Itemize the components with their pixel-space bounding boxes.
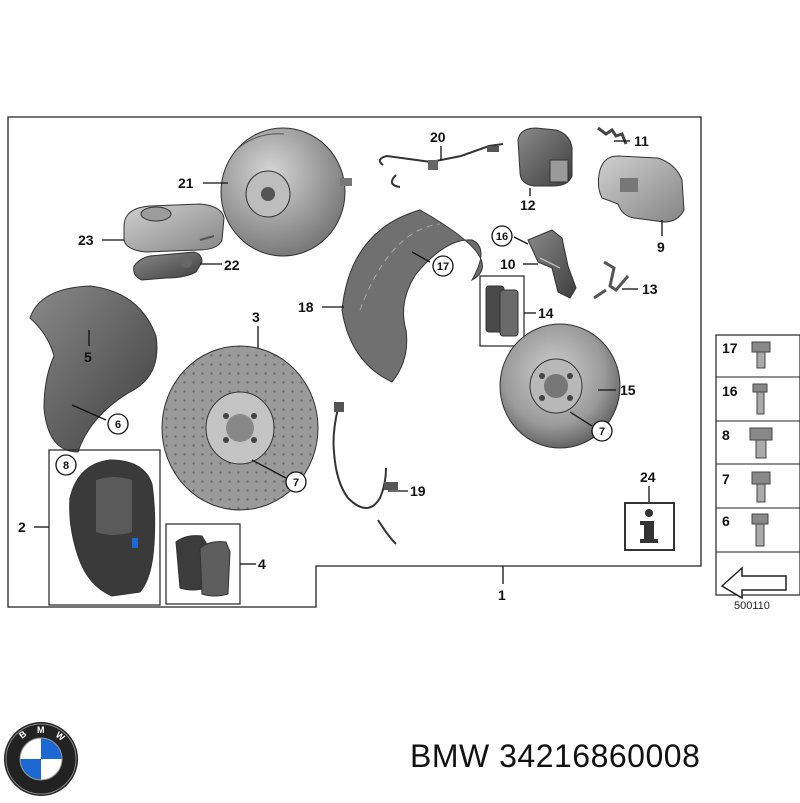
- front-brake-disc: [161, 345, 319, 511]
- callout-21: 21: [178, 175, 194, 191]
- callout-8: 8: [63, 460, 69, 472]
- callout-3: 3: [252, 309, 260, 325]
- callout-1: 1: [498, 587, 506, 603]
- callout-10: 10: [500, 256, 516, 272]
- bolt-7-icon: [751, 471, 771, 503]
- callout-2: 2: [18, 519, 26, 535]
- callout-9: 9: [657, 239, 665, 255]
- parking-brake-actuator: [517, 127, 573, 187]
- callout-5: 5: [84, 349, 92, 365]
- master-cylinder: [133, 251, 203, 281]
- callout-6: 6: [115, 419, 121, 431]
- fastener-label-7: 7: [722, 471, 730, 487]
- front-splash-guard: [29, 285, 158, 453]
- info-icon: [624, 502, 675, 551]
- svg-text:M: M: [37, 725, 45, 735]
- rear-caliper: [597, 155, 685, 223]
- callout-23: 23: [78, 232, 94, 248]
- bmw-logo: B M W: [2, 720, 80, 798]
- callout-22: 22: [224, 257, 240, 273]
- front-brake-pads: [175, 535, 231, 597]
- front-brake-caliper: [69, 459, 156, 597]
- pad-clip: [593, 260, 630, 300]
- part-number-title: BMW 34216860008: [410, 738, 701, 774]
- fastener-column: 17 16 8 7 6: [715, 334, 800, 600]
- front-wear-sensor: [332, 402, 398, 545]
- callout-15: 15: [620, 382, 636, 398]
- rear-brake-disc: [499, 323, 621, 449]
- callout-17: 17: [437, 261, 449, 273]
- fastener-label-8: 8: [722, 427, 730, 443]
- callout-12: 12: [520, 197, 536, 213]
- callout-24: 24: [640, 469, 656, 485]
- svg-text:B: B: [17, 728, 29, 740]
- callout-16: 16: [496, 231, 508, 243]
- brake-splash-shield: [341, 209, 483, 383]
- callout-18: 18: [298, 299, 314, 315]
- callout-4: 4: [258, 556, 266, 572]
- callout-7c: 7: [599, 426, 605, 438]
- bolt-6-icon: [751, 513, 769, 547]
- small-bracket: [597, 126, 628, 145]
- callout-13: 13: [642, 281, 658, 297]
- bolt-17-icon: [751, 341, 771, 369]
- bolt-16-icon: [752, 383, 768, 415]
- diagram-frame: [7, 116, 702, 608]
- rear-brake-pads: [485, 285, 519, 337]
- brake-wear-sensor: [378, 143, 504, 188]
- bolt-8-icon: [749, 427, 773, 459]
- callout-20: 20: [430, 129, 446, 145]
- fastener-label-16: 16: [722, 383, 738, 399]
- wedge-arrow-icon: [720, 566, 787, 600]
- callout-11: 11: [634, 133, 649, 149]
- fastener-label-6: 6: [722, 513, 730, 529]
- caliper-carrier: [527, 229, 577, 299]
- callout-14: 14: [538, 305, 554, 321]
- callout-19: 19: [410, 483, 426, 499]
- callout-7a: 7: [293, 477, 299, 489]
- fastener-label-17: 17: [722, 340, 738, 356]
- brake-fluid-reservoir: [123, 203, 225, 253]
- brake-booster: [220, 127, 352, 257]
- diagram-code: 500110: [734, 600, 770, 612]
